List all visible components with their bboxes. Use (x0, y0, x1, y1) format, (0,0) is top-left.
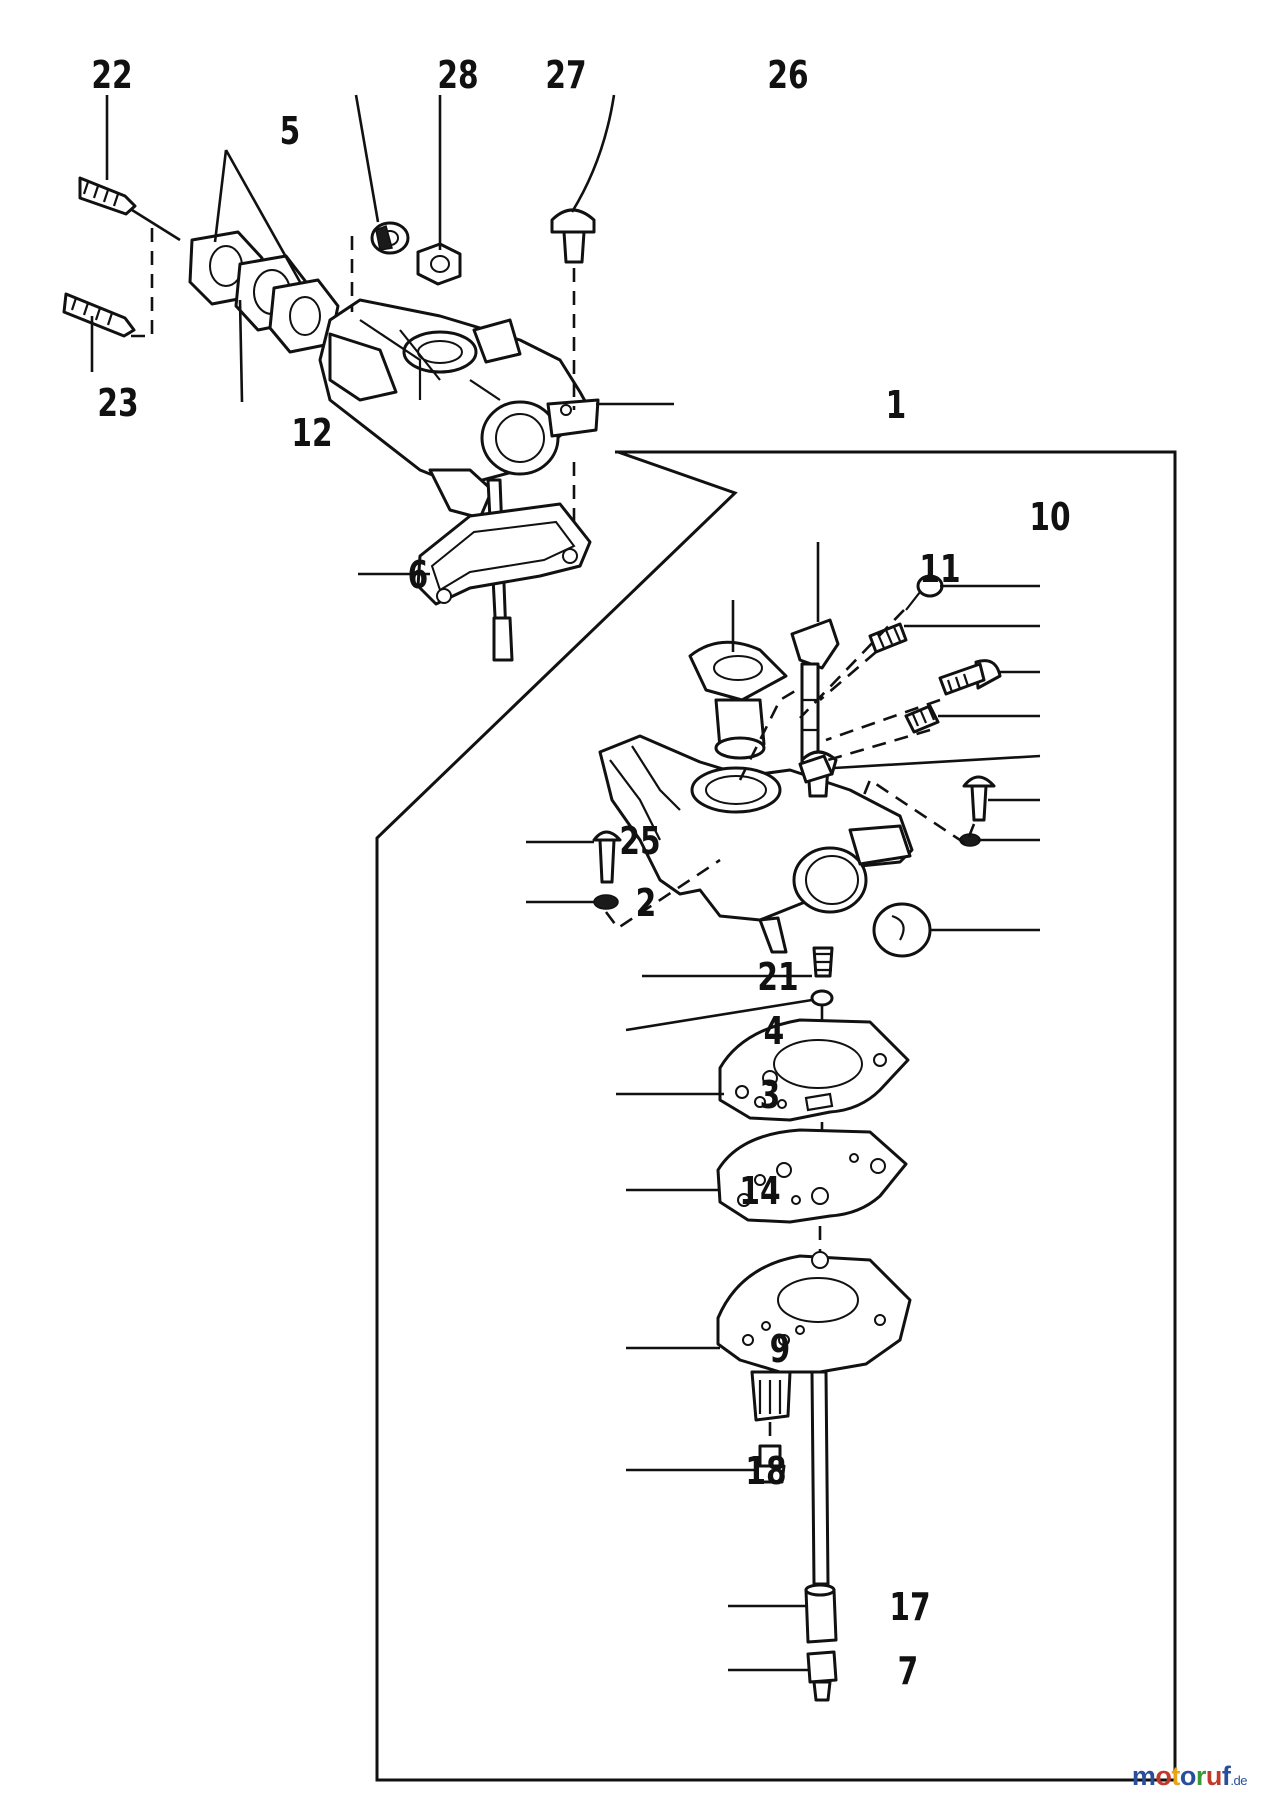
callout-10: 10 (1029, 495, 1070, 540)
throttle-shaft-10 (792, 620, 838, 770)
callout-23: 23 (97, 381, 138, 426)
choke-plate-11 (690, 642, 786, 758)
screw-8 (940, 661, 1000, 694)
callout-6: 6 (408, 553, 429, 598)
screw-7 (808, 1652, 836, 1700)
watermark-letter: u (1206, 1761, 1222, 1791)
callout-3: 3 (760, 1073, 781, 1118)
callout-14: 14 (739, 1169, 780, 1214)
detail-carburetor-assembly (594, 576, 1000, 1700)
callout-22: 22 (91, 53, 132, 98)
callout-26: 26 (767, 53, 808, 98)
callout-5: 5 (280, 109, 301, 154)
screw-26 (552, 210, 594, 262)
carburetor-body-1 (320, 300, 598, 660)
needle-4 (812, 991, 832, 1005)
callout-11: 11 (919, 547, 960, 592)
watermark-letter: r (1196, 1761, 1206, 1791)
watermark-letter: m (1132, 1761, 1156, 1791)
spring-21 (814, 948, 832, 976)
callout-25: 25 (619, 819, 660, 864)
jet-17 (806, 1585, 836, 1642)
diaphragm-3 (720, 1020, 908, 1120)
callout-4: 4 (764, 1009, 785, 1054)
callout-28: 28 (437, 53, 478, 98)
callout-21: 21 (757, 955, 798, 1000)
callout-9: 9 (770, 1327, 791, 1372)
watermark-letter: o (1155, 1761, 1171, 1791)
callout-27: 27 (545, 53, 586, 98)
callout-17: 17 (889, 1585, 930, 1630)
callout-12: 12 (291, 411, 332, 456)
motoruf-watermark: motoruf.de (1132, 1761, 1247, 1792)
washer-2-left (594, 895, 618, 909)
callout-7: 7 (898, 1649, 919, 1694)
welch-plug-13 (874, 904, 930, 956)
screw-24 (964, 777, 994, 820)
callout-18: 18 (745, 1449, 786, 1494)
emulsion-tube (812, 1372, 828, 1584)
callout-1: 1 (886, 383, 907, 428)
leader-lines (92, 95, 1040, 1670)
stud-23 (64, 294, 134, 336)
watermark-suffix: .de (1230, 1773, 1247, 1788)
callout-2-left: 2 (636, 881, 657, 926)
watermark-letter: o (1180, 1761, 1196, 1791)
washer-28 (372, 223, 408, 253)
watermark-letter: t (1171, 1761, 1180, 1791)
screw-25 (594, 832, 620, 882)
stud-22 (80, 178, 180, 240)
